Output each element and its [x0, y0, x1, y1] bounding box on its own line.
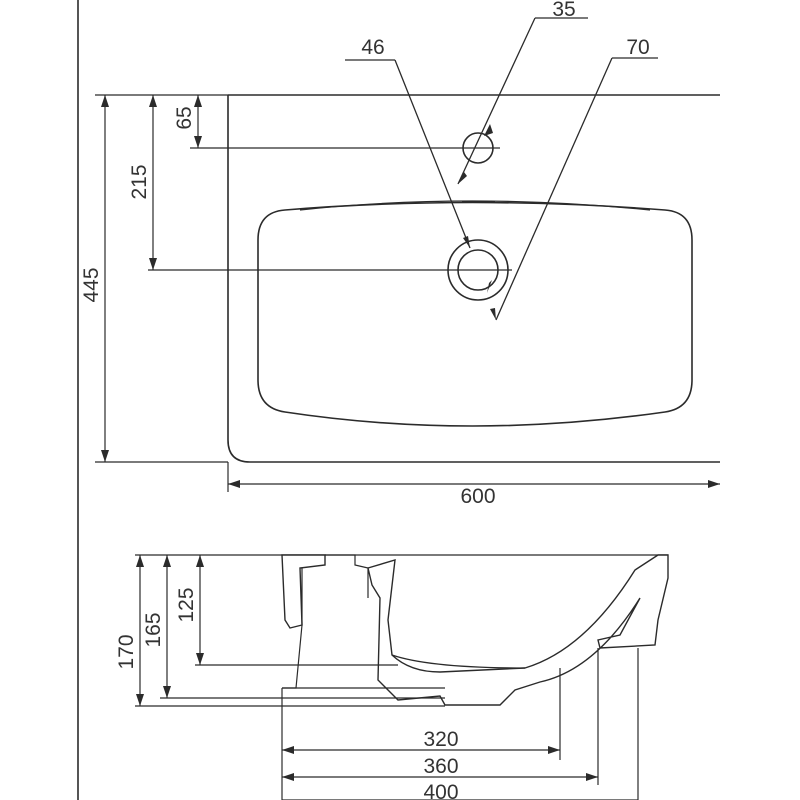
dim-46: 46 — [361, 36, 384, 59]
dim-165: 165 — [142, 612, 165, 647]
dim-125: 125 — [175, 587, 198, 622]
dim-35: 35 — [552, 0, 575, 21]
bowl-outline — [257, 201, 693, 427]
back-wall-section — [281, 554, 326, 629]
dim-320: 320 — [423, 728, 458, 751]
leader-35 — [457, 17, 536, 185]
dim-170: 170 — [115, 634, 138, 669]
dim-400: 400 — [423, 781, 458, 800]
basin-outline — [227, 94, 720, 463]
top-view: 445 215 65 600 35 46 70 — [80, 0, 720, 508]
leader-70 — [495, 57, 613, 321]
bowl-section — [367, 554, 669, 706]
dim-215: 215 — [128, 164, 151, 199]
dim-70: 70 — [626, 36, 649, 59]
dim-360: 360 — [423, 755, 458, 778]
bowl-rim-highlight — [299, 200, 651, 211]
dim-600: 600 — [460, 485, 495, 508]
leader-46 — [394, 59, 471, 249]
bowl-inner-curve — [391, 654, 526, 669]
side-view: 170 165 125 320 360 400 — [115, 554, 669, 800]
dim-445: 445 — [80, 267, 103, 302]
dim-65: 65 — [173, 106, 196, 129]
